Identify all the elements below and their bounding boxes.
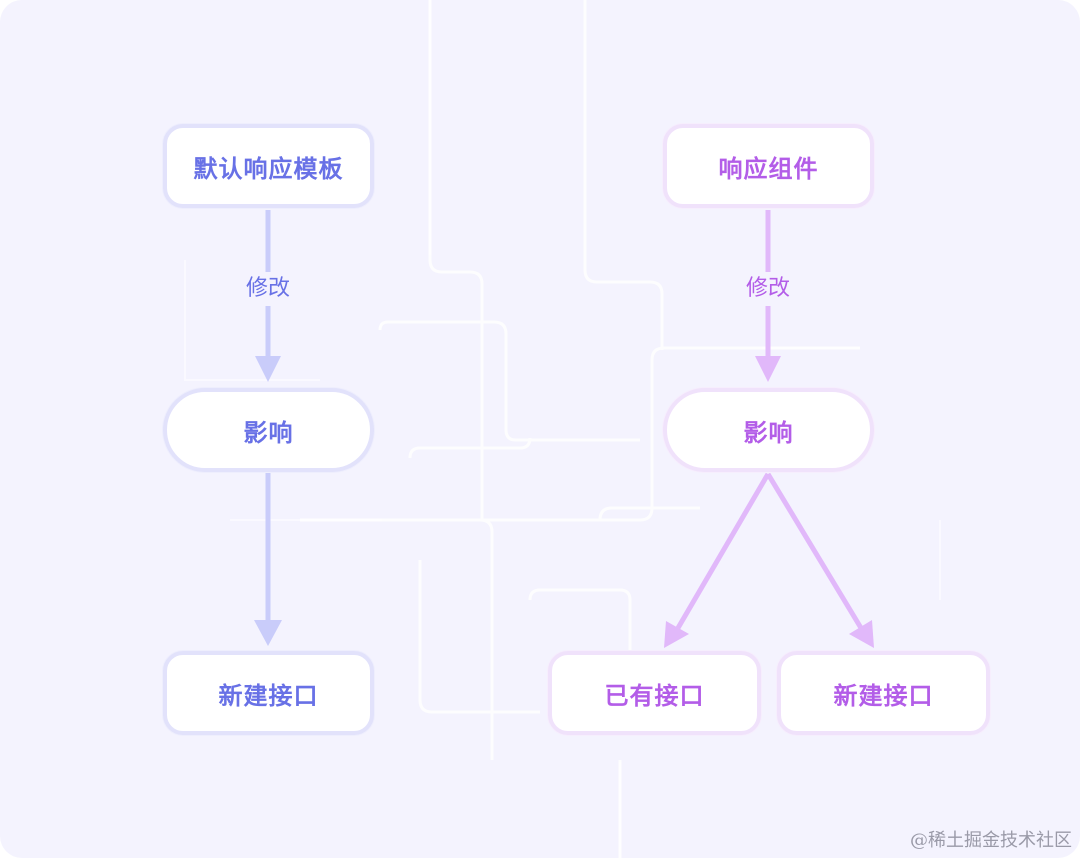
edge-label-right-modify: 修改	[738, 272, 798, 306]
node-label: 默认响应模板	[193, 154, 344, 183]
arrowhead-right-modify	[755, 356, 781, 382]
edge-label-left-modify: 修改	[238, 272, 298, 306]
arrowhead-left-modify	[255, 356, 281, 382]
watermark: @稀土掘金技术社区	[910, 830, 1072, 851]
edge-right-affect-existing	[675, 472, 771, 630]
node-left-affect: 影响	[163, 388, 374, 472]
arrowhead-right-affect-new	[849, 620, 874, 648]
node-label: 新建接口	[218, 681, 319, 710]
node-right-affect: 影响	[663, 388, 874, 472]
node-response-component: 响应组件	[663, 124, 874, 208]
node-right-new-interface: 新建接口	[777, 651, 990, 735]
node-label: 已有接口	[604, 681, 705, 710]
edge-right-affect-new	[765, 472, 864, 630]
arrowhead-right-affect-existing	[664, 621, 689, 648]
arrowhead-left-affect	[254, 620, 282, 646]
node-label: 影响	[743, 418, 794, 447]
node-left-new-interface: 新建接口	[163, 651, 374, 735]
node-label: 影响	[243, 418, 294, 447]
node-existing-interface: 已有接口	[548, 651, 761, 735]
node-label: 响应组件	[718, 154, 819, 183]
node-label: 新建接口	[833, 681, 934, 710]
node-default-response-template: 默认响应模板	[163, 124, 374, 208]
